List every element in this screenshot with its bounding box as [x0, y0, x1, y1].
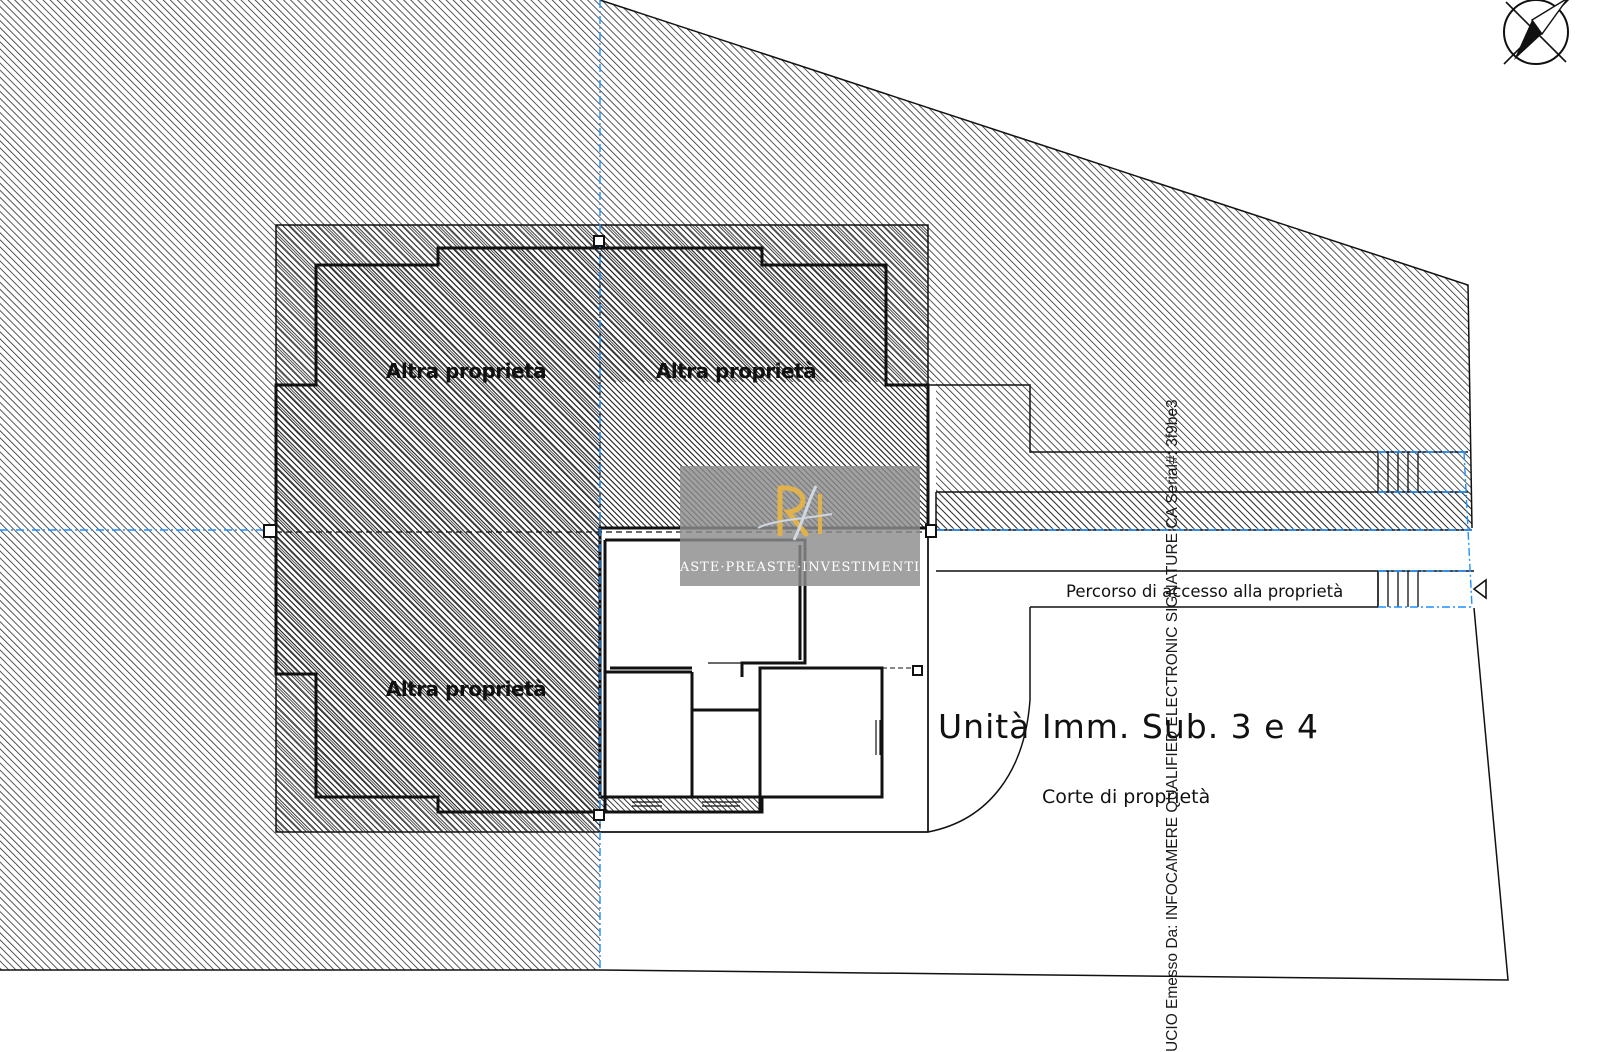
stairs-upper	[1377, 452, 1419, 492]
hatched-land-top	[600, 0, 1472, 528]
cadastral-lines	[0, 0, 1474, 970]
label-altra-proprieta-sw: Altra proprietà	[386, 677, 546, 701]
label-unita-immobiliare: Unità Imm. Sub. 3 e 4	[938, 707, 1319, 746]
label-altra-proprieta-ne: Altra proprietà	[656, 359, 816, 383]
compass-north-arrow-icon	[1503, 0, 1570, 65]
entrance-triangle-icon	[1472, 578, 1487, 600]
label-altra-proprieta-nw: Altra proprietà	[386, 359, 546, 383]
watermark-text: ASTE·PREASTE·INVESTIMENTI	[679, 560, 920, 575]
lot-boundary	[0, 0, 1509, 981]
watermark: ASTE·PREASTE·INVESTIMENTI	[679, 466, 920, 586]
watermark-logo-icon	[757, 485, 833, 541]
label-corte-proprieta: Corte di proprietà	[1042, 786, 1210, 808]
digital-signature-stamp: UCIO Emesso Da: INFOCAMERE QUALIFIED ELE…	[1164, 399, 1181, 1052]
window-marks	[632, 720, 881, 807]
corte-area	[600, 530, 1508, 980]
unit-details	[882, 540, 929, 669]
wall-junctions	[263, 235, 937, 821]
label-percorso-accesso: Percorso di accesso alla proprietà	[1066, 582, 1343, 601]
hatched-strip-upper	[936, 492, 1472, 530]
